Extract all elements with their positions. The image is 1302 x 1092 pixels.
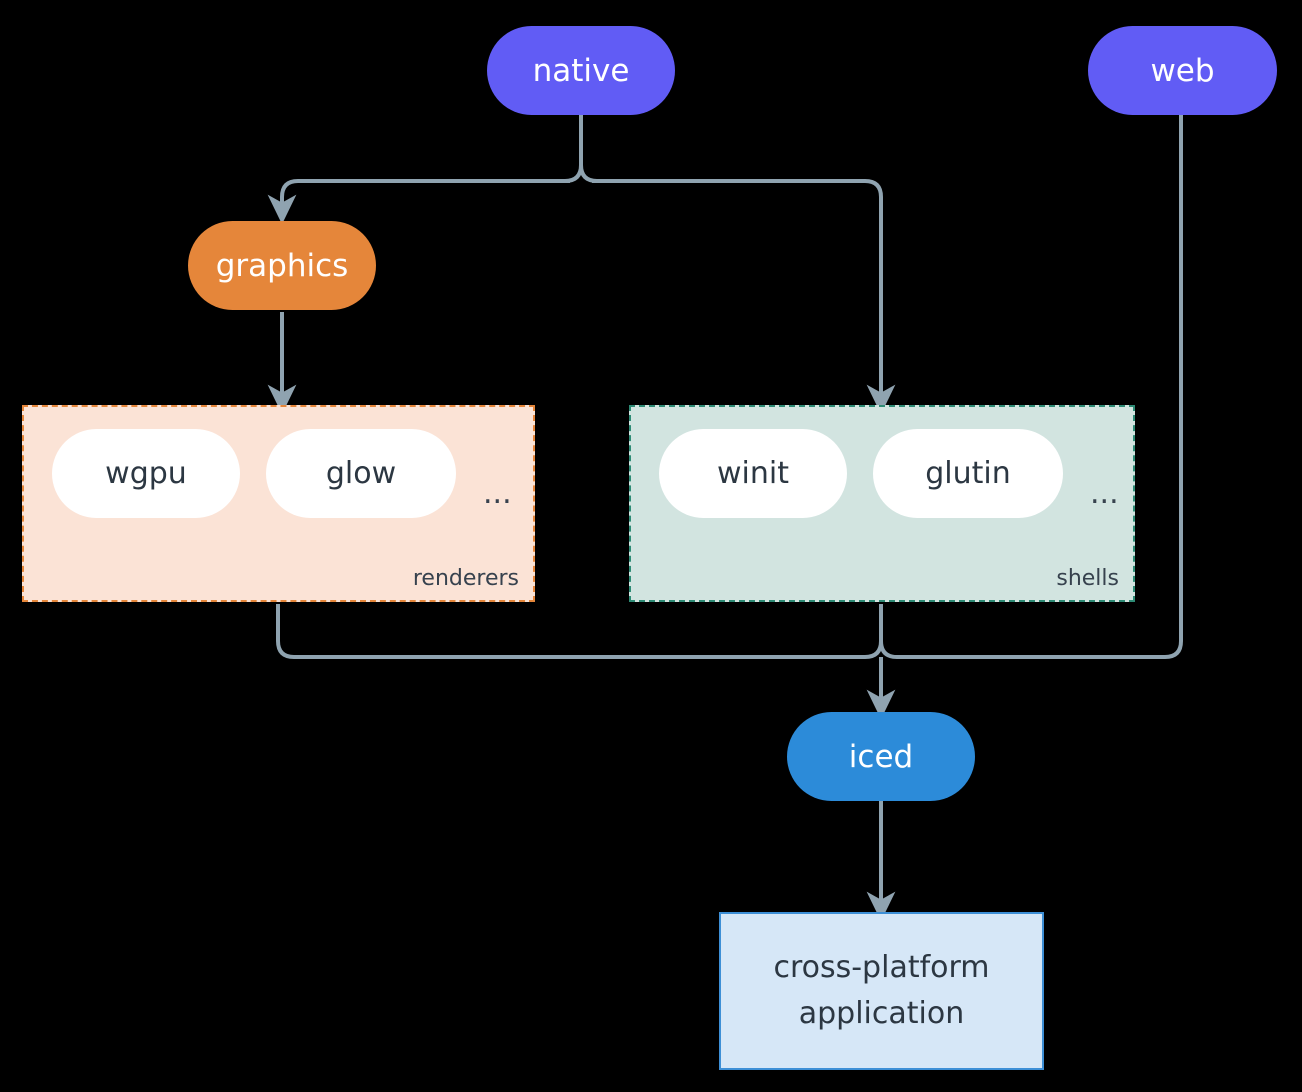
group-shells-item-glutin-label: glutin [925,456,1011,491]
node-application-line2: application [798,996,965,1031]
group-renderers-label: renderers [412,566,519,591]
node-graphics-label: graphics [215,247,349,284]
edge-native-to-shells [592,179,896,415]
node-iced-label: iced [848,738,914,775]
edge-native-trunk [579,112,599,183]
group-shells-item-winit[interactable]: winit [659,429,847,518]
node-graphics[interactable]: graphics [188,221,376,310]
edge-merge-left-curve [864,640,883,659]
edge-native-to-graphics [267,179,570,225]
node-web[interactable]: web [1088,26,1277,115]
edge-shells-to-iced [879,604,898,659]
edge-native-trunk-left [563,163,583,183]
group-shells: winit glutin ... shells [629,405,1135,602]
group-shells-label: shells [1056,566,1119,591]
group-renderers-more-icon: ... [483,476,512,511]
group-shells-more-icon: ... [1090,476,1119,511]
group-renderers-item-wgpu-label: wgpu [105,456,187,491]
group-renderers-item-wgpu[interactable]: wgpu [52,429,240,518]
group-renderers: wgpu glow ... renderers [22,405,535,602]
node-web-label: web [1150,52,1215,89]
edge-renderers-to-iced [276,604,865,659]
group-renderers-item-glow[interactable]: glow [266,429,456,518]
group-shells-item-winit-label: winit [717,456,789,491]
group-shells-item-glutin[interactable]: glutin [873,429,1063,518]
node-native-label: native [532,52,630,89]
node-native[interactable]: native [487,26,675,115]
node-iced[interactable]: iced [787,712,975,801]
group-renderers-item-glow-label: glow [325,456,397,491]
node-application[interactable]: cross-platform application [719,912,1044,1070]
node-application-line1: cross-platform [773,949,990,985]
